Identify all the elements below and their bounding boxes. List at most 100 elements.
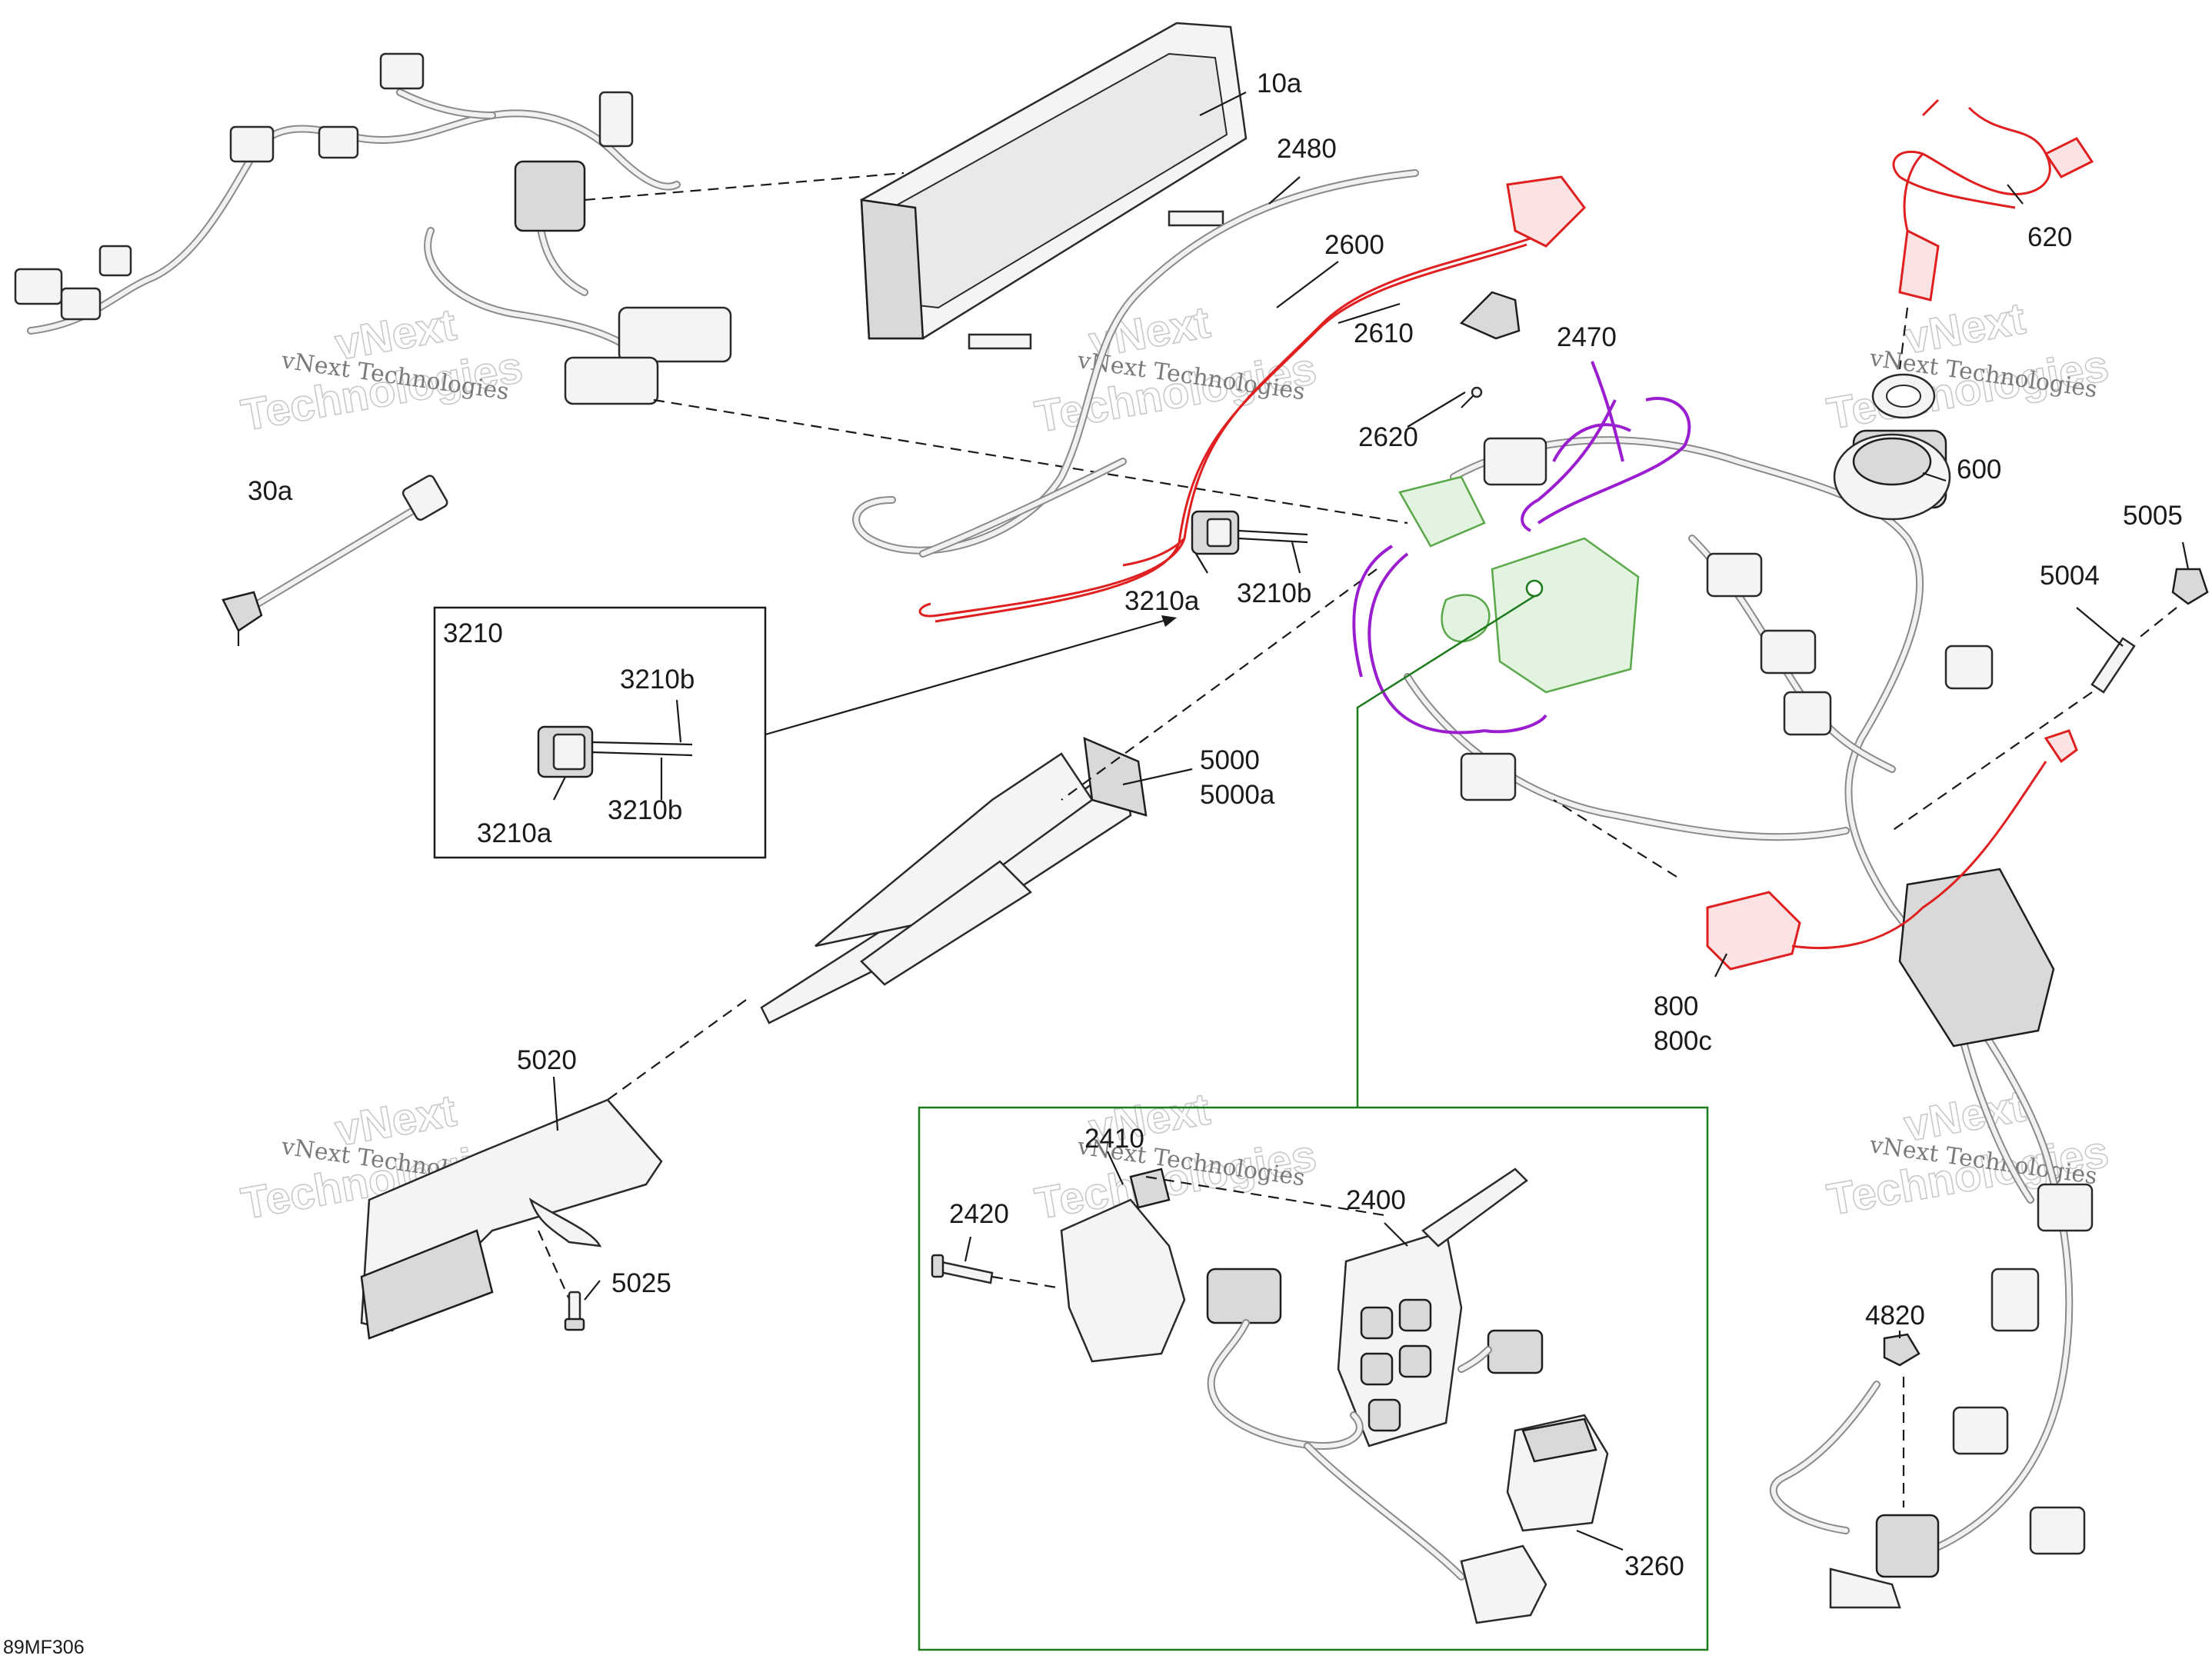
- callout-3210b-box2: 3210b: [608, 795, 682, 825]
- callout-2480: 2480: [1277, 134, 1337, 164]
- part-2610: [1459, 291, 1521, 340]
- connector-inset-1: [1206, 1268, 1282, 1324]
- callout-3210a-top: 3210a: [1124, 586, 1200, 616]
- watermark-center-bottom: vNext Technologies vNext Technologies: [1031, 1084, 1321, 1230]
- callout-labels: 10a 2480 2600 620 2610 2470 2620 600 30a…: [248, 68, 2183, 1581]
- inset-3210: [433, 606, 1177, 859]
- connector-left-2: [60, 287, 102, 321]
- dash-5000: [1061, 568, 1378, 801]
- hose-2480: [852, 169, 1419, 558]
- part-2620-head: [1471, 386, 1483, 398]
- leaders: [552, 92, 2190, 1551]
- callout-800: 800: [1654, 991, 1698, 1021]
- dash-harness-main: [653, 398, 1408, 525]
- callout-3260: 3260: [1624, 1551, 1684, 1581]
- nut-5005: [2171, 568, 2209, 605]
- connector-harness-7: [1483, 437, 1547, 486]
- callout-4820: 4820: [1865, 1301, 1925, 1331]
- watermark-right-top: vNext Technologies vNext Technologies: [1823, 293, 2113, 440]
- callout-5004: 5004: [2040, 561, 2100, 591]
- switch-green-anchor: [1525, 579, 1544, 598]
- leader-3210-box: [765, 618, 1170, 736]
- nut-4820: [1883, 1333, 1921, 1367]
- inset-switch-frame: [918, 1106, 1709, 1651]
- module-harness: [1898, 868, 2055, 1048]
- solenoid: [1875, 1514, 1940, 1578]
- dash-harness-left: [14, 52, 732, 405]
- harness-2470-purple: [1352, 361, 1691, 735]
- dash-620: [1898, 307, 1909, 370]
- cable-30a: [222, 475, 448, 646]
- screw-2420: [931, 1254, 994, 1284]
- callout-2620: 2620: [1358, 422, 1418, 452]
- dash-5004-harness: [1891, 691, 2093, 831]
- callout-2410: 2410: [1084, 1124, 1144, 1154]
- callout-800c: 800c: [1654, 1026, 1712, 1056]
- fastener-5004: [2090, 637, 2136, 694]
- dash-5000-5020: [607, 999, 747, 1101]
- callout-2420: 2420: [949, 1199, 1009, 1229]
- connector-800-red: [1706, 729, 2078, 971]
- connector-left-9: [564, 356, 659, 405]
- connector-harness-9: [1990, 1268, 2040, 1332]
- screw-5025: [564, 1291, 585, 1331]
- callout-2400: 2400: [1346, 1185, 1406, 1215]
- callout-2470: 2470: [1557, 322, 1617, 352]
- callout-2610: 2610: [1354, 318, 1414, 348]
- switch-highlight-green: [1398, 475, 1640, 694]
- dash-800: [1553, 799, 1677, 878]
- callout-600: 600: [1957, 455, 2001, 485]
- cluster-foot-1: [968, 333, 1032, 350]
- connector-3210-top: [1191, 510, 1308, 555]
- instrument-cluster: [860, 22, 1248, 350]
- callout-5005: 5005: [2123, 501, 2183, 531]
- connector-left-8: [618, 306, 732, 363]
- inset-3210-frame: [433, 606, 767, 859]
- cable-2600-red: [918, 175, 1586, 623]
- cover-2410: [1060, 1198, 1186, 1363]
- dash-2410: [1145, 1175, 1385, 1217]
- cluster-foot-2: [1168, 210, 1224, 227]
- callout-5000: 5000: [1200, 745, 1260, 775]
- connector-left-7: [598, 91, 634, 148]
- connector-left-5: [379, 52, 425, 90]
- fastener-5005: [2171, 568, 2209, 605]
- lanyard-620-red: [1892, 98, 2094, 301]
- connector-harness-4: [1783, 691, 1832, 736]
- callout-3210b-box1: 3210b: [620, 665, 695, 695]
- stud-5004: [2090, 637, 2136, 694]
- connector-harness-6: [1460, 752, 1517, 801]
- dash-harness-cluster: [584, 172, 904, 202]
- callout-2600: 2600: [1324, 230, 1384, 260]
- watermarks: vNext Technologies vNext Technologies vN…: [237, 293, 2113, 1230]
- inset-switch-assembly: [918, 1106, 1709, 1651]
- switch-2400-antenna: [1421, 1168, 1528, 1248]
- callout-620: 620: [2027, 222, 2072, 252]
- callout-3210b-top: 3210b: [1237, 578, 1311, 608]
- dash-5025: [537, 1230, 575, 1308]
- dash-2420: [991, 1275, 1062, 1290]
- connector-harness-5: [1944, 645, 1994, 690]
- connector-left-1: [14, 268, 63, 305]
- connector-left-6: [318, 125, 359, 159]
- callout-30a: 30a: [248, 476, 293, 506]
- connector-left-4: [229, 125, 275, 163]
- watermark-left: vNext Technologies vNext Technologies: [237, 299, 527, 441]
- dash-5004-5005: [2137, 607, 2177, 639]
- connector-harness-2: [1706, 552, 1763, 598]
- housing-5000: [760, 736, 1148, 1024]
- key-600: [1833, 373, 1951, 521]
- switch-green-body: [1491, 537, 1640, 694]
- lanyard-620-clip: [1898, 228, 1940, 301]
- connector-inset-2: [1487, 1329, 1544, 1374]
- cluster-side: [860, 198, 924, 340]
- connector-harness-3: [1760, 629, 1817, 675]
- key-switch-red: [1506, 175, 1586, 248]
- callout-3210a-box: 3210a: [477, 818, 552, 848]
- connector-800-body: [1706, 891, 1801, 971]
- switch-3260-mount: [1460, 1544, 1547, 1624]
- callout-3210-box: 3210: [443, 618, 503, 648]
- callout-5025: 5025: [611, 1268, 671, 1298]
- callout-5000a: 5000a: [1200, 780, 1275, 810]
